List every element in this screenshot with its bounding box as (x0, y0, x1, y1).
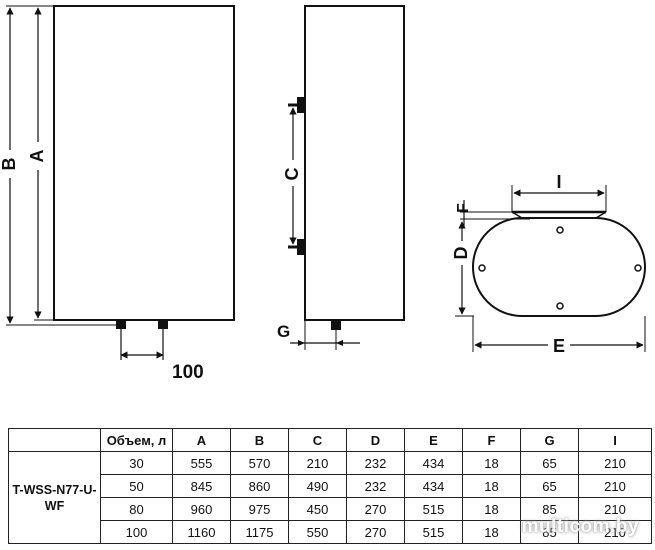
dim-A-label: A (27, 150, 47, 163)
top-view (455, 185, 646, 352)
table-cell: 50 (100, 474, 173, 498)
table-cell: 1175 (230, 520, 289, 544)
table-cell: 210 (288, 451, 347, 475)
table-cell: 450 (288, 497, 347, 521)
table-cell: 434 (404, 451, 463, 475)
dim-C-label: C (282, 168, 302, 181)
column-header: C (288, 428, 347, 452)
table-cell: 210 (578, 474, 652, 498)
table-cell: 80 (100, 497, 173, 521)
table-cell: 65 (520, 451, 579, 475)
table-cell: 18 (462, 451, 521, 475)
dim-F-label: F (455, 203, 472, 213)
front-view (6, 5, 235, 360)
column-header: Объем, л (100, 428, 173, 452)
table-cell: 845 (172, 474, 231, 498)
model-name-cell: T-WSS-N77-U-WF (8, 451, 101, 544)
table-cell: 210 (578, 520, 652, 544)
top-tank-outline (472, 217, 646, 317)
front-tank-body (53, 5, 235, 321)
table-header-row: Объем, л A B C D E F G I (8, 428, 652, 452)
watermark: multicom.by (521, 516, 639, 537)
front-pipe-left (116, 319, 126, 329)
table-cell: 1160 (172, 520, 231, 544)
bracket-top (297, 97, 306, 113)
table-cell: 434 (404, 474, 463, 498)
dim-B-label: B (0, 158, 19, 171)
table-row: 100 1160 1175 550 270 515 18 85 210 (9, 520, 652, 544)
spec-table: Объем, л A B C D E F G I T-WSS-N77-U-WF … (8, 428, 652, 544)
side-pipe (331, 319, 341, 330)
table-cell: 232 (346, 474, 405, 498)
table-cell: 18 (462, 474, 521, 498)
table-row: 50 845 860 490 232 434 18 65 210 (9, 474, 652, 498)
table-corner-cell (8, 428, 101, 452)
dim-E-label: E (553, 336, 565, 356)
front-pipe-right (158, 319, 168, 329)
table-cell: 490 (288, 474, 347, 498)
table-cell: 65 (520, 474, 579, 498)
table-cell: 85 (520, 497, 579, 521)
bracket-bottom (297, 239, 306, 255)
table-cell: 210 (578, 497, 652, 521)
table-cell: 860 (230, 474, 289, 498)
table-cell: 270 (346, 497, 405, 521)
table-cell: 555 (172, 451, 231, 475)
column-header: D (346, 428, 405, 452)
column-header: I (578, 428, 652, 452)
column-header: E (404, 428, 463, 452)
table-cell: 210 (578, 451, 652, 475)
dim-D-label: D (451, 247, 471, 260)
table-cell: 232 (346, 451, 405, 475)
dim-G-label: G (277, 322, 290, 341)
dim-100-label: 100 (172, 362, 204, 383)
table-cell: 30 (100, 451, 173, 475)
table-cell: 100 (100, 520, 173, 544)
table-cell: 975 (230, 497, 289, 521)
table-cell: 570 (230, 451, 289, 475)
table-cell: 550 (288, 520, 347, 544)
table-cell: 960 (172, 497, 231, 521)
table-cell: 270 (346, 520, 405, 544)
table-cell: 18 (462, 497, 521, 521)
column-header: A (172, 428, 231, 452)
table-cell: 515 (404, 520, 463, 544)
technical-drawing: B A 100 C G (0, 5, 646, 383)
dim-I-label: I (556, 172, 561, 192)
table-cell: 515 (404, 497, 463, 521)
column-header: F (462, 428, 521, 452)
table-row: T-WSS-N77-U-WF 30 555 570 210 232 434 18… (8, 451, 652, 544)
side-view (288, 5, 405, 350)
column-header: B (230, 428, 289, 452)
table-cell: 18 (462, 520, 521, 544)
side-tank-body (304, 5, 405, 321)
column-header: G (520, 428, 579, 452)
